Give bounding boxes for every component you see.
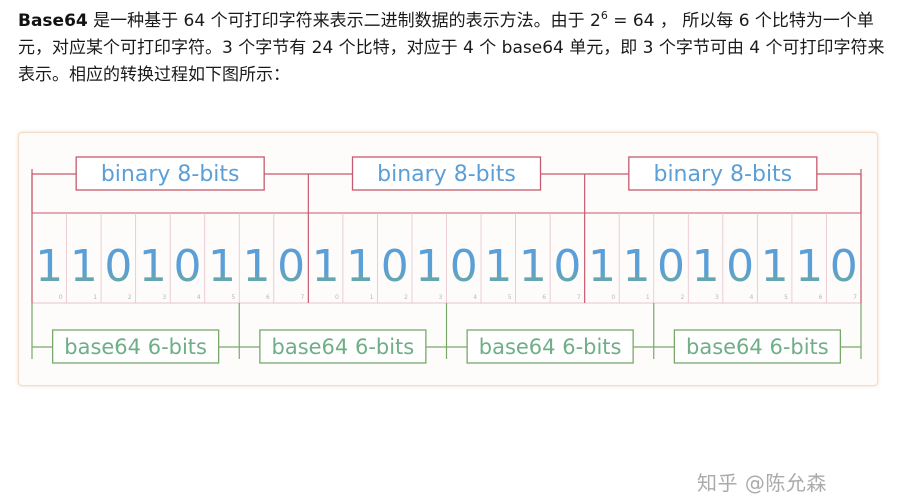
exponent: 6 xyxy=(600,9,608,22)
bit-digit: 1 xyxy=(588,241,616,292)
bit-digit: 1 xyxy=(484,241,512,292)
watermark: 知乎 @陈允森 xyxy=(697,471,827,495)
base64-label-box xyxy=(259,329,427,364)
bit-index-label: 2 xyxy=(404,294,408,301)
base64-label: base64 6-bits xyxy=(686,335,829,359)
bit-digit: 1 xyxy=(346,241,374,292)
bit-index-label: 1 xyxy=(646,294,650,301)
article-sentence-2: = 64 ， 所以每 6 个比特为一个单元，对应某个可打印字符。3 个字节有 2… xyxy=(18,11,885,85)
bit-digit: 0 xyxy=(450,241,478,292)
bit-index-label: 2 xyxy=(680,294,684,301)
base64-label-box xyxy=(466,329,634,364)
bit-digit: 1 xyxy=(312,241,340,292)
bit-index-label: 7 xyxy=(853,294,857,301)
article-sentence-1: 是一种基于 64 个可打印字符来表示二进制数据的表示方法。由于 2 xyxy=(87,11,601,31)
bit-diagram: binary 8-bits binary 8-bits binary 8-bits 1… xyxy=(31,156,862,364)
bit-digit: 1 xyxy=(761,241,789,292)
bit-digit: 1 xyxy=(692,241,720,292)
base64-label-box xyxy=(51,329,220,364)
base64-conversion-figure: binary 8-bits binary 8-bits binary 8-bits 1… xyxy=(18,132,878,495)
byte-label: binary 8-bits xyxy=(377,162,516,187)
bit-digit: 1 xyxy=(70,241,98,292)
bit-index-label: 0 xyxy=(59,294,63,301)
bit-index-label: 2 xyxy=(128,294,132,301)
bit-index-label: 0 xyxy=(611,294,615,301)
bit-index-label: 7 xyxy=(301,294,305,301)
bit-digit: 1 xyxy=(208,241,236,292)
bit-digit: 0 xyxy=(726,241,754,292)
bit-index-label: 6 xyxy=(819,294,823,301)
bit-index-label: 5 xyxy=(508,294,512,301)
article-paragraph: Base64 是一种基于 64 个可打印字符来表示二进制数据的表示方法。由于 2… xyxy=(18,8,888,89)
base64-term: Base64 xyxy=(18,11,88,31)
byte-label-box xyxy=(351,156,542,191)
bit-digit: 0 xyxy=(657,241,685,292)
bit-digit: 1 xyxy=(622,241,650,292)
bit-digit: 1 xyxy=(415,241,443,292)
bit-index-label: 3 xyxy=(715,294,719,301)
bit-digit: 0 xyxy=(104,241,132,292)
bit-digit: 1 xyxy=(139,241,167,292)
bit-digit: 0 xyxy=(173,241,201,292)
bit-digit: 0 xyxy=(277,241,305,292)
base64-label: base64 6-bits xyxy=(272,335,415,359)
base64-label: base64 6-bits xyxy=(479,335,622,359)
bit-index-label: 0 xyxy=(335,294,339,301)
byte-label-box xyxy=(75,156,265,191)
bit-digit: 1 xyxy=(35,241,63,292)
bit-digit: 1 xyxy=(243,241,271,292)
byte-label-box xyxy=(628,156,818,191)
byte-label: binary 8-bits xyxy=(653,162,792,187)
bit-digit: 1 xyxy=(519,241,547,292)
byte-label: binary 8-bits xyxy=(101,162,240,187)
bit-index-label: 4 xyxy=(750,294,754,301)
bit-index-label: 7 xyxy=(577,294,581,301)
bit-index-label: 5 xyxy=(231,294,235,301)
bit-digit: 0 xyxy=(553,241,581,292)
bit-index-label: 4 xyxy=(197,294,201,301)
bit-index-label: 6 xyxy=(542,294,546,301)
base64-label-box xyxy=(673,329,842,364)
bit-index-label: 5 xyxy=(784,294,788,301)
bit-index-label: 1 xyxy=(93,294,97,301)
bit-index-label: 6 xyxy=(266,294,270,301)
base64-label: base64 6-bits xyxy=(64,335,207,359)
bit-index-label: 1 xyxy=(370,294,374,301)
bit-digit: 0 xyxy=(381,241,409,292)
bit-index-label: 3 xyxy=(439,294,443,301)
bit-index-label: 3 xyxy=(162,294,166,301)
bit-digit: 0 xyxy=(830,241,858,292)
bit-digit: 1 xyxy=(795,241,823,292)
bit-index-label: 4 xyxy=(473,294,477,301)
